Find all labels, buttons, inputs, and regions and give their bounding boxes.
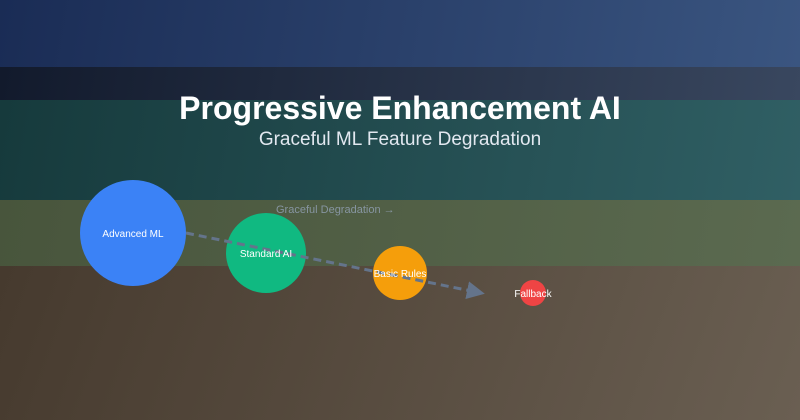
- tier-circle-basic-rules: [373, 246, 427, 300]
- tier-label: Basic Rules: [374, 269, 427, 280]
- tier-label: Standard AI: [240, 249, 292, 260]
- background-band: [0, 67, 800, 100]
- tier-circle-standard-ai: [226, 213, 306, 293]
- tier-label: Advanced ML: [102, 229, 164, 240]
- page-title: Progressive Enhancement AI: [179, 90, 621, 126]
- tier-circle-fallback: [520, 280, 546, 306]
- page-subtitle: Graceful ML Feature Degradation: [258, 129, 542, 150]
- tier-circle-advanced-ml: [80, 180, 186, 286]
- background-band: [0, 0, 800, 67]
- degradation-arrow: [185, 231, 485, 300]
- arrow-label: Graceful Degradation →: [276, 204, 395, 216]
- tier-label: Fallback: [514, 289, 552, 300]
